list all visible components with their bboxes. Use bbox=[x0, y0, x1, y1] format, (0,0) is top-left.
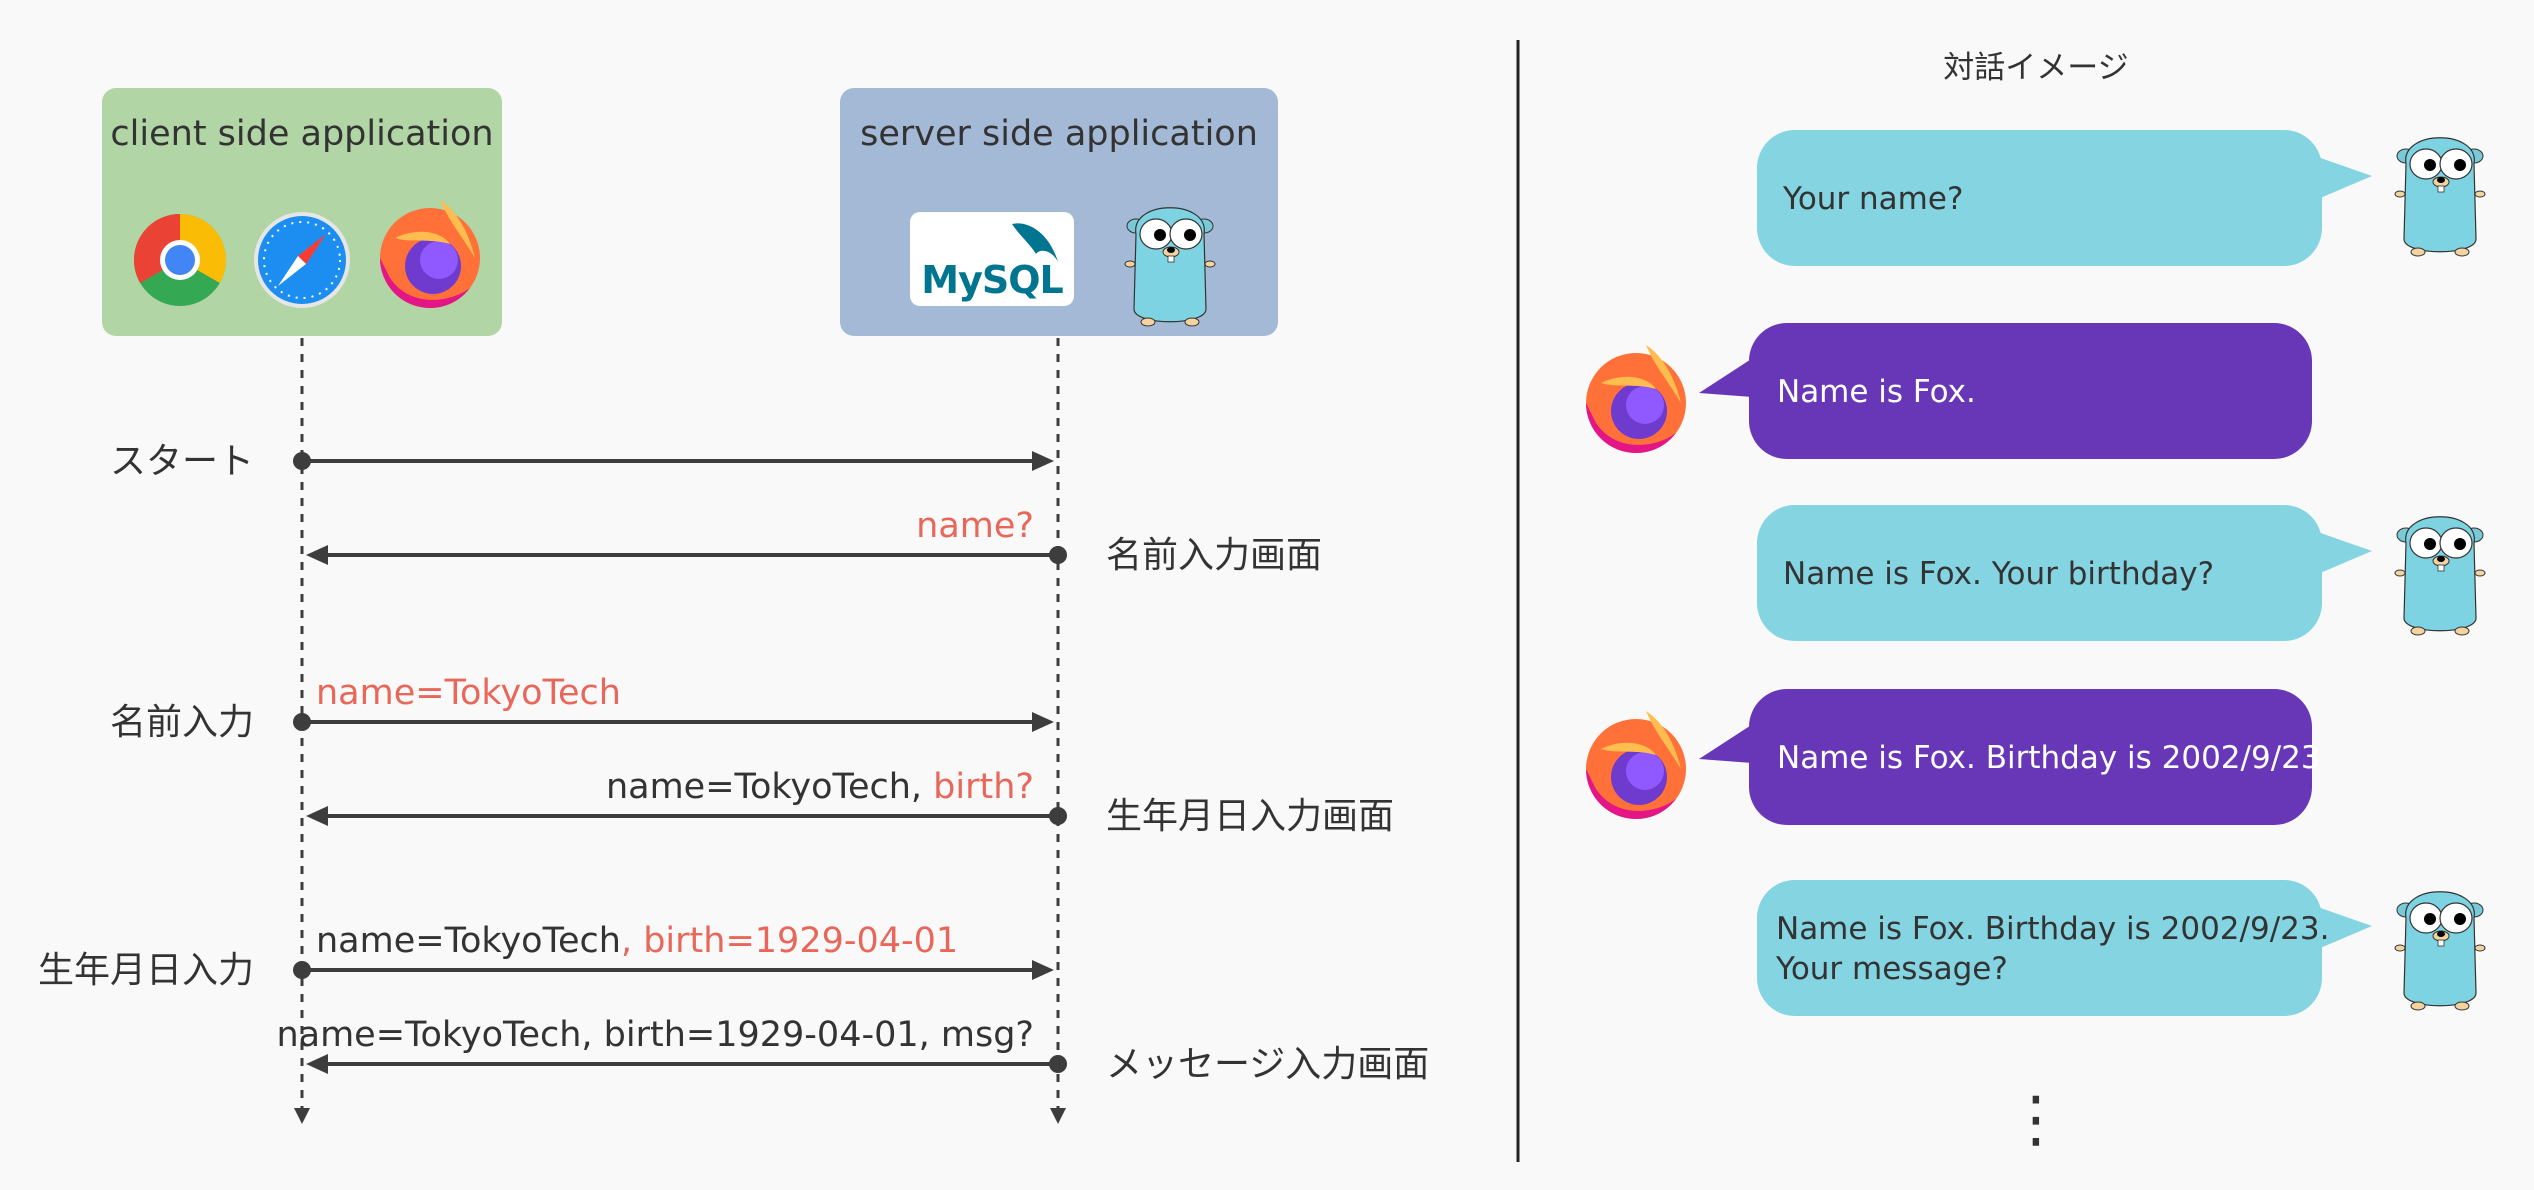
gopher-icon bbox=[2394, 516, 2486, 636]
server-lifeline-arrow bbox=[1050, 1108, 1066, 1124]
messages: スタートname?名前入力画面name=TokyoTech名前入力name=To… bbox=[38, 441, 1429, 1085]
message-3: name=TokyoTech 名前入力 bbox=[110, 673, 1054, 743]
message-text: name=TokyoTech, birth? bbox=[606, 767, 1034, 807]
safari-icon bbox=[253, 211, 351, 309]
message-5: name=TokyoTech, birth=1929-04-01 生年月日入力 bbox=[38, 921, 1054, 991]
bubble-line: Name is Fox. Your birthday? bbox=[1783, 556, 2214, 592]
gopher-icon bbox=[1124, 207, 1216, 327]
message-2: name? 名前入力画面 bbox=[306, 506, 1322, 576]
continuation-dots: ⋮ bbox=[2005, 1082, 2067, 1155]
client-bubble-text: Name is Fox. Birthday is 2002/9/23 bbox=[1777, 740, 2321, 776]
screen-label: 生年月日入力画面 bbox=[1106, 796, 1394, 837]
bubble-line: Your name? bbox=[1782, 181, 1963, 217]
message-text-part: name=TokyoTech bbox=[316, 673, 621, 713]
server-bubble-text: Name is Fox. Birthday is 2002/9/23. Your … bbox=[1775, 911, 2329, 987]
message-text: name=TokyoTech, birth=1929-04-01, msg? bbox=[276, 1015, 1034, 1055]
message-text-part: , birth=1929-04-01 bbox=[621, 921, 958, 961]
message-6: name=TokyoTech, birth=1929-04-01, msg? メッ… bbox=[276, 1015, 1429, 1085]
screen-label: メッセージ入力画面 bbox=[1106, 1044, 1429, 1085]
dialog: Your name? Name is Fox. Name is Fox. Your … bbox=[1586, 130, 2486, 1016]
bubble-line: Your message? bbox=[1775, 951, 2008, 987]
chrome-icon bbox=[134, 214, 226, 306]
dialog-row-5: Name is Fox. Birthday is 2002/9/23. Your … bbox=[1757, 880, 2486, 1016]
message-text-part: name=TokyoTech, birth=1929-04-01, msg? bbox=[276, 1015, 1034, 1055]
screen-label: 名前入力画面 bbox=[1106, 535, 1322, 576]
mysql-logo: MySQL bbox=[910, 212, 1074, 306]
message-text-part: name? bbox=[916, 506, 1034, 546]
dialog-row-1: Your name? bbox=[1757, 130, 2486, 266]
mysql-logo-text: MySQL bbox=[921, 258, 1063, 302]
server-bubble-text: Name is Fox. Your birthday? bbox=[1783, 556, 2214, 592]
server-bubble-text: Your name? bbox=[1782, 181, 1963, 217]
client-bubble-text: Name is Fox. bbox=[1777, 374, 1976, 410]
message-4: name=TokyoTech, birth? 生年月日入力画面 bbox=[306, 767, 1394, 837]
message-text: name=TokyoTech bbox=[316, 673, 621, 713]
message-arrow-head bbox=[306, 806, 328, 826]
step-label: 名前入力 bbox=[110, 702, 254, 743]
client-box-title: client side application bbox=[110, 114, 493, 154]
step-label: 生年月日入力 bbox=[38, 950, 254, 991]
message-text: name=TokyoTech, birth=1929-04-01 bbox=[316, 921, 958, 961]
dialog-row-2: Name is Fox. bbox=[1586, 323, 2312, 459]
message-arrow-head bbox=[1032, 960, 1054, 980]
bubble-line: Name is Fox. Birthday is 2002/9/23. bbox=[1776, 911, 2329, 947]
server-bubble-tail bbox=[2292, 148, 2372, 210]
server-bubble-tail bbox=[2292, 523, 2372, 585]
server-bubble-tail bbox=[2292, 898, 2372, 960]
client-lifeline-arrow bbox=[294, 1108, 310, 1124]
server-bubble bbox=[1757, 505, 2322, 641]
message-text-part: birth? bbox=[933, 767, 1034, 807]
server-bubble bbox=[1757, 880, 2322, 1016]
step-label: スタート bbox=[110, 441, 254, 482]
gopher-icon bbox=[2394, 891, 2486, 1011]
message-text-part: name=TokyoTech, bbox=[606, 767, 933, 807]
client-bubble bbox=[1749, 323, 2312, 459]
dialog-row-3: Name is Fox. Your birthday? bbox=[1757, 505, 2486, 641]
server-bubble bbox=[1757, 130, 2322, 266]
message-arrow-head bbox=[1032, 451, 1054, 471]
dialog-title: 対話イメージ bbox=[1943, 50, 2128, 86]
server-box-title: server side application bbox=[860, 114, 1258, 154]
client-bubble bbox=[1749, 689, 2312, 825]
message-text: name? bbox=[916, 506, 1034, 546]
client-bubble-tail bbox=[1699, 341, 1779, 399]
dialog-row-4: Name is Fox. Birthday is 2002/9/23 bbox=[1586, 689, 2321, 825]
firefox-icon bbox=[1586, 711, 1686, 819]
message-text-part: name=TokyoTech bbox=[316, 921, 621, 961]
firefox-icon bbox=[1586, 345, 1686, 453]
gopher-icon bbox=[2394, 137, 2486, 257]
message-arrow-head bbox=[306, 1054, 328, 1074]
message-arrow-head bbox=[1032, 712, 1054, 732]
message-1: スタート bbox=[110, 441, 1054, 482]
client-bubble-tail bbox=[1699, 707, 1779, 765]
message-arrow-head bbox=[306, 545, 328, 565]
